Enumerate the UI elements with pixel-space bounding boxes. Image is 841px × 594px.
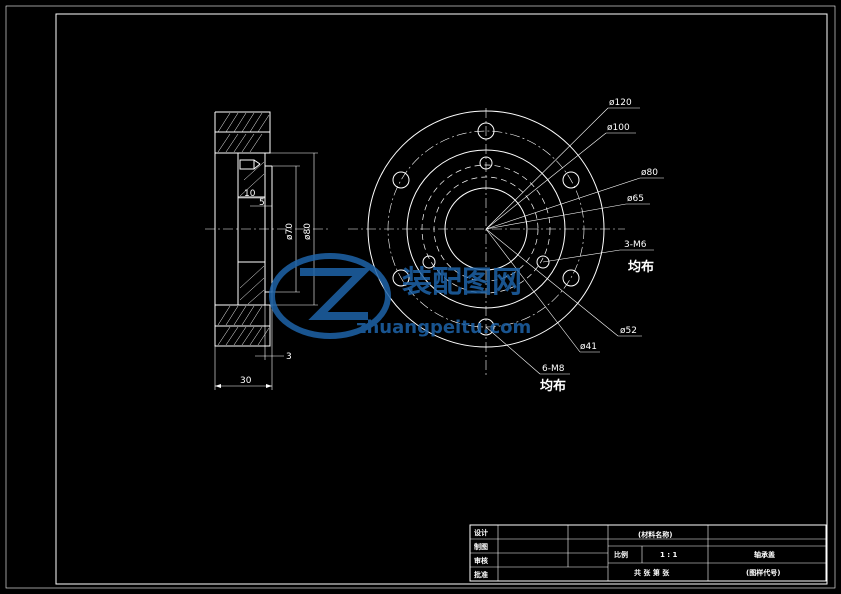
tb-sheet-info: 共 张 第 张 [634, 568, 670, 577]
tb-checker-label: 审核 [474, 556, 488, 565]
dim-5-label: 5 [259, 198, 265, 208]
tb-part-name: (材料名称) [638, 530, 672, 539]
callout-d41-label: ø41 [580, 342, 597, 352]
tb-scale-label: 比例 [614, 550, 628, 559]
outer-sheet-border [5, 5, 836, 589]
callout-3m6-label: 3-M6 [624, 240, 647, 250]
callout-3m6-note: 均布 [628, 259, 654, 275]
circle-d41 [444, 187, 528, 271]
callout-d100-label: ø100 [607, 123, 630, 133]
hatch-body [239, 161, 265, 305]
watermark-brand: 装配图网 [402, 265, 522, 300]
circle-d65-pcd [421, 164, 551, 294]
callout-d52-label: ø52 [620, 326, 637, 336]
m8-holes [392, 122, 580, 336]
tb-drawing-title: 轴承盖 [754, 550, 775, 559]
callout-d65-label: ø65 [627, 194, 644, 204]
threaded-hole-tip-2 [253, 163, 261, 170]
dim-10-label: 10 [244, 189, 256, 199]
m8-hole [392, 171, 410, 189]
callout-6m8-note: 均布 [540, 378, 566, 394]
m6-hole [479, 156, 493, 170]
callout-d80-label: ø80 [641, 168, 658, 178]
hatch-bottom [217, 305, 270, 346]
tb-scale-value: 1 : 1 [660, 551, 678, 559]
dim-3-label: 3 [286, 352, 292, 362]
m8-hole [562, 171, 580, 189]
watermark-url: zhuangpeitu.com [356, 317, 531, 338]
hatch-top [217, 112, 270, 153]
m6-hole [536, 255, 550, 269]
dim-d80-label: ø80 [303, 223, 313, 240]
dim-30-arrow-right [266, 384, 272, 388]
m8-hole [392, 269, 410, 287]
dim-30-arrow-left [215, 384, 221, 388]
m6-holes [422, 156, 550, 269]
watermark: 装配图网 zhuangpeitu.com [269, 253, 531, 339]
callout-d120-label: ø120 [609, 98, 632, 108]
tb-drafter-label: 制图 [474, 542, 488, 551]
circle-d120 [367, 110, 605, 348]
inner-frame-border [55, 13, 828, 585]
tb-designer-label: 设计 [474, 528, 488, 537]
front-view: ø120 ø100 ø80 ø65 3-M6 均布 ø52 ø41 6-M8 均… [348, 98, 664, 394]
m8-hole [477, 318, 495, 336]
callout-leaders [485, 107, 664, 375]
m6-hole [422, 255, 436, 269]
m8-hole [477, 122, 495, 140]
tb-approver-label: 批准 [474, 570, 488, 579]
m8-hole [562, 269, 580, 287]
callout-6m8-label: 6-M8 [542, 364, 565, 374]
watermark-logo-ring [269, 253, 391, 339]
dim-30-label: 30 [240, 376, 252, 386]
watermark-logo-z [300, 268, 372, 320]
threaded-hole-tip [253, 159, 261, 165]
circle-d52 [433, 176, 539, 282]
dim-d70-label: ø70 [285, 223, 295, 240]
side-section-view: 30 3 10 5 ø70 ø80 [205, 111, 330, 390]
tb-drawing-code: (图样代号) [746, 568, 780, 577]
title-block: 设计 制图 审核 批准 (材料名称) 比例 1 : 1 共 张 第 张 轴承盖 … [469, 524, 827, 582]
threaded-hole [239, 159, 255, 170]
circle-d80 [406, 149, 566, 309]
